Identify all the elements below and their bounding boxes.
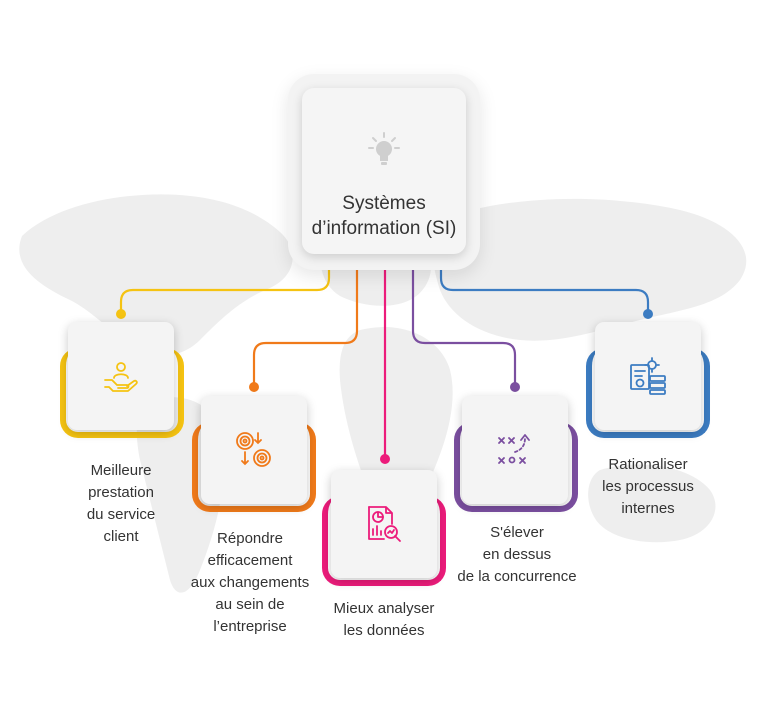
node-frame-analysis [322,496,446,586]
node-label-processes: Rationaliser les processus internes [602,456,694,517]
connector-processes [439,255,650,314]
process-docs-icon [630,357,666,395]
connector-changes [252,255,359,387]
node-card-changes [201,396,307,504]
node-card-competition [462,396,568,504]
connector-service [119,255,331,314]
hand-user-icon [104,362,138,392]
node-frame-processes [586,348,710,438]
connector-dot-analysis [380,454,390,464]
connector-dot-processes [643,309,653,319]
connector-competition [411,255,517,387]
central-card: Systèmes d’information (SI) [302,88,466,254]
connector-dot-service [116,309,126,319]
node-label-analysis: Mieux analyser les données [333,600,435,639]
node-card-service [68,322,174,430]
lightbulb-icon [368,132,400,165]
node-frame-competition [454,422,578,512]
node-frame-changes [192,422,316,512]
connector-dot-competition [510,382,520,392]
hub-title: Systèmes d’information (SI) [311,193,457,239]
node-label-competition: S'élever en dessus de la concurrence [457,524,577,585]
central-hub: Systèmes d’information (SI) [288,74,480,270]
node-label-service: Meilleure prestation du service client [86,462,156,545]
node-card-analysis [331,470,437,578]
node-card-processes [595,322,701,430]
target-flow-icon [236,432,271,467]
node-frame-service [60,348,184,438]
report-analysis-icon [368,506,401,542]
connector-dot-changes [249,382,259,392]
strategy-icon [498,434,530,464]
node-label-changes: Répondre efficacement aux changements au… [190,530,310,635]
